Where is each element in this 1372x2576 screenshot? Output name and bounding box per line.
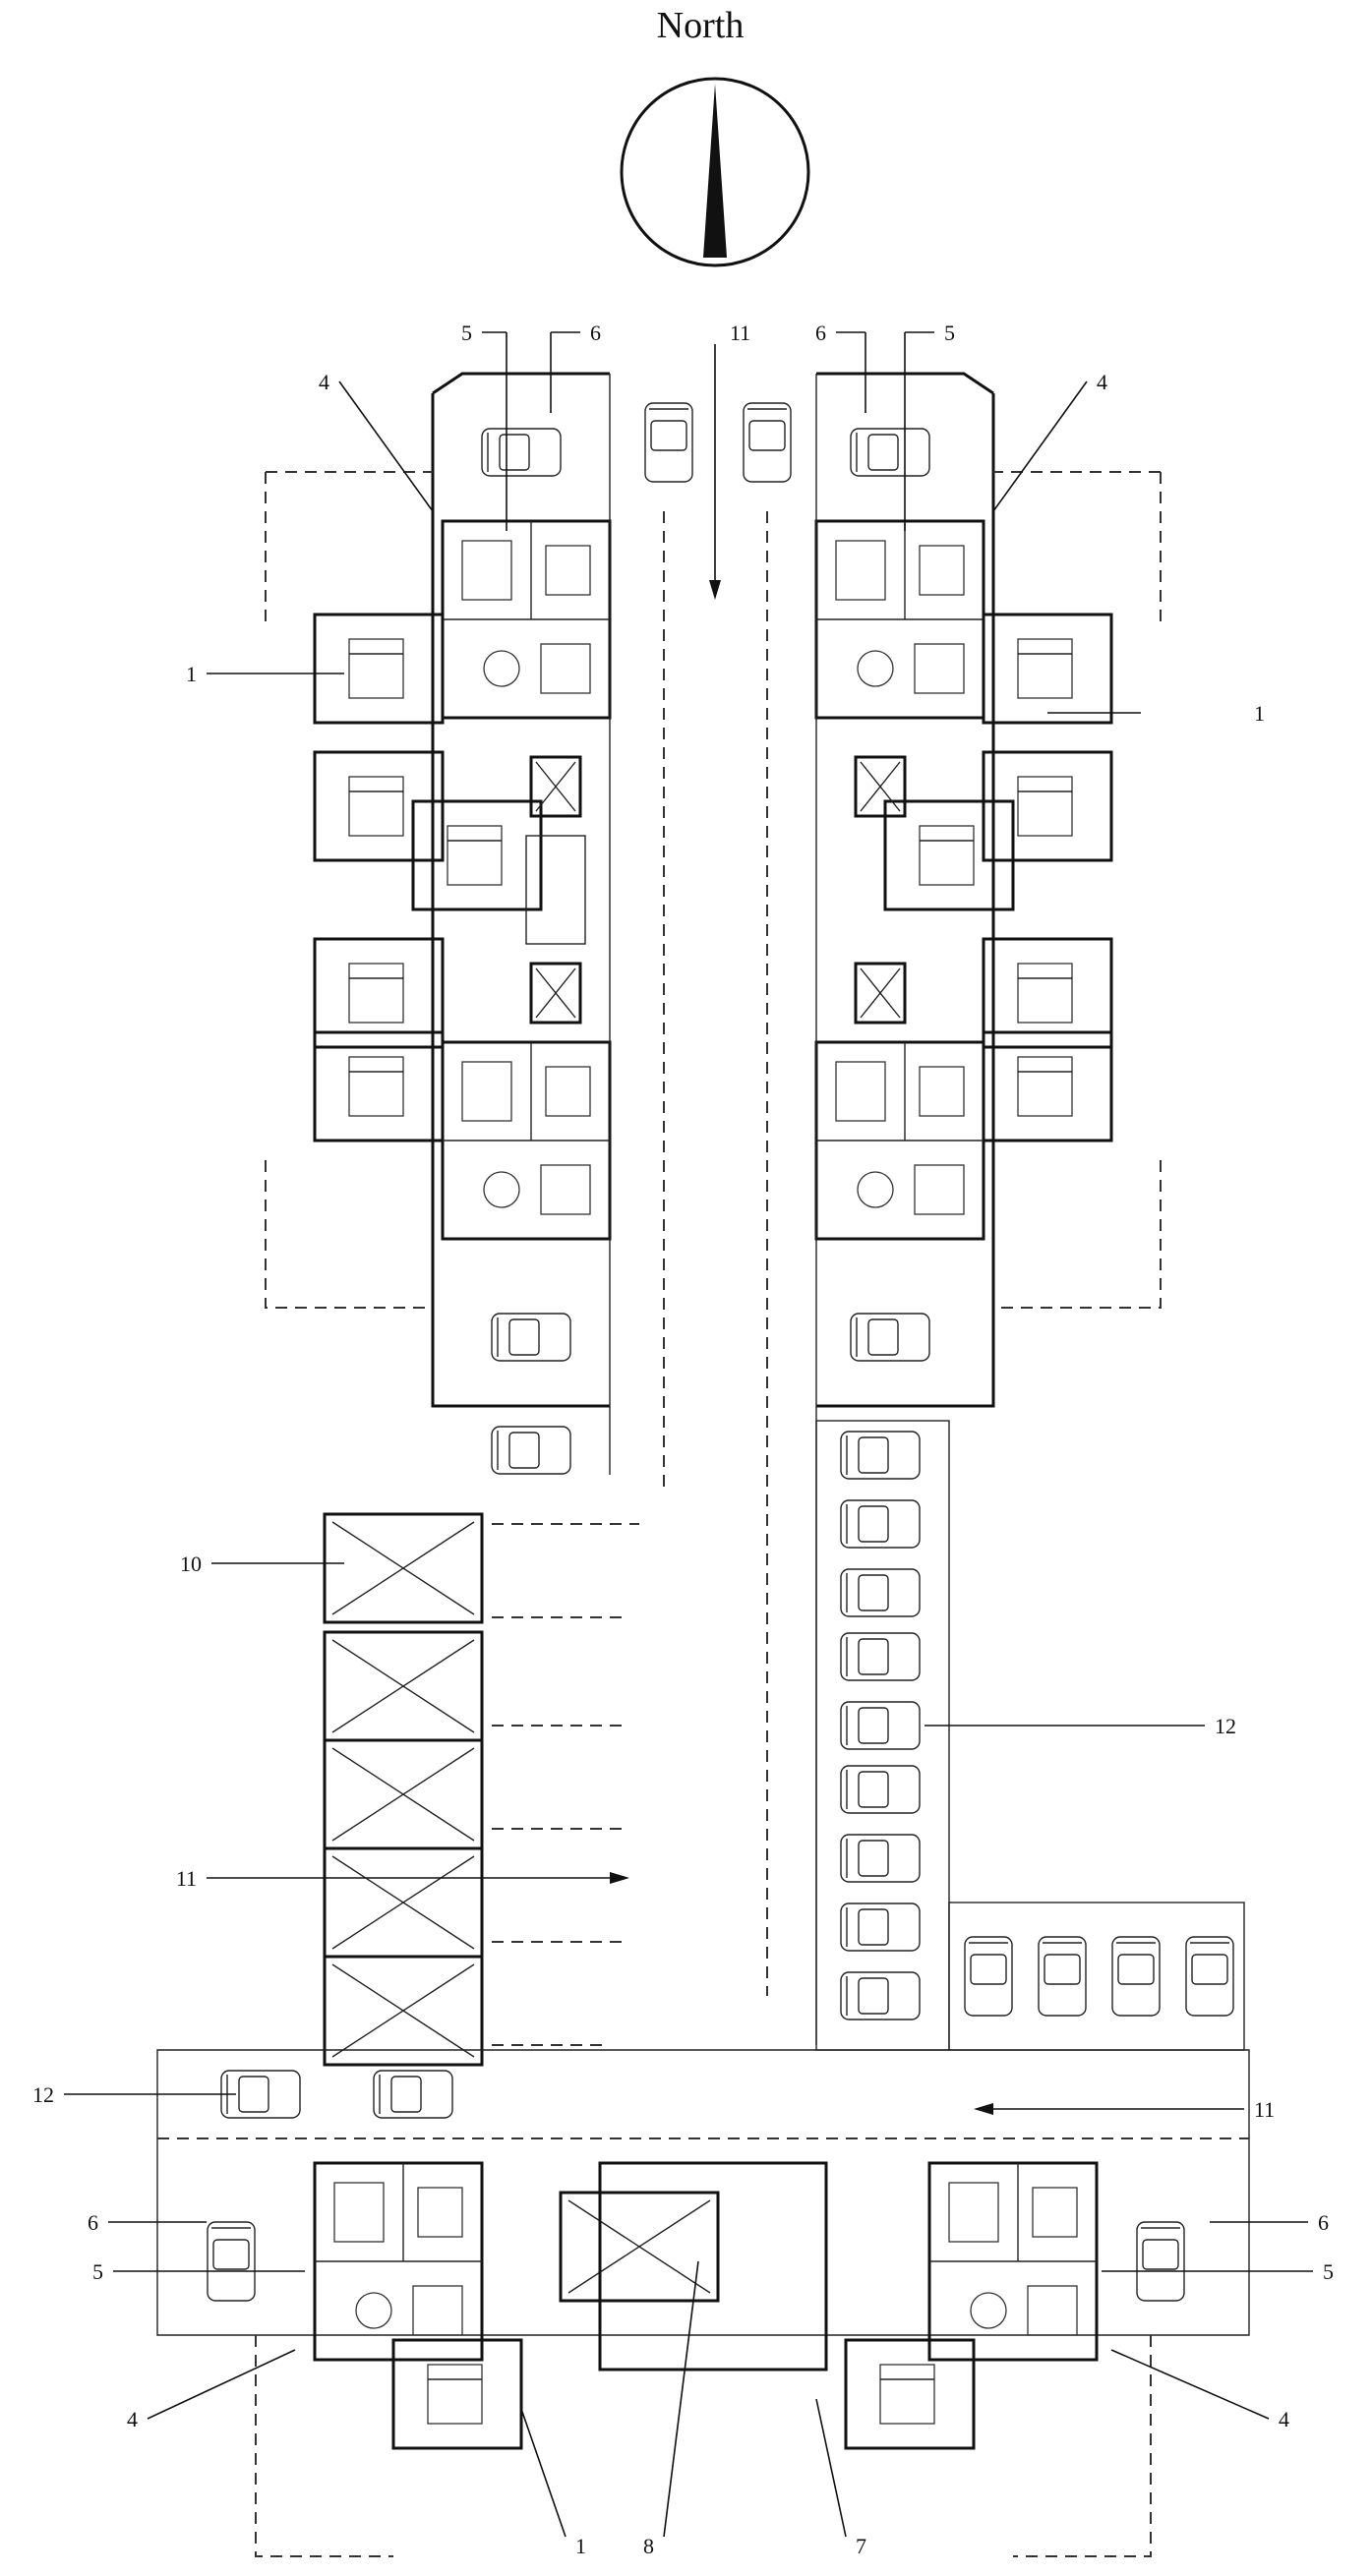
callout-5-left-top: 5 bbox=[461, 321, 472, 345]
leader-lines bbox=[64, 332, 1313, 2537]
callout-5-left-bottom: 5 bbox=[92, 2259, 103, 2284]
callout-10: 10 bbox=[180, 1551, 202, 1576]
callout-1-left: 1 bbox=[186, 662, 197, 686]
callout-1-bottom: 1 bbox=[575, 2534, 586, 2558]
upper-right-wing bbox=[816, 374, 1161, 1406]
callout-1-right: 1 bbox=[1254, 701, 1265, 726]
callout-6-left-top: 6 bbox=[590, 321, 601, 345]
parking-column bbox=[816, 1421, 1244, 2050]
garage-row bbox=[207, 1514, 639, 2065]
callout-4-left-top: 4 bbox=[319, 370, 329, 394]
callout-6-right-top: 6 bbox=[815, 321, 826, 345]
callout-8: 8 bbox=[643, 2534, 654, 2558]
callout-6-left-bottom: 6 bbox=[88, 2210, 98, 2235]
callout-5-right-top: 5 bbox=[944, 321, 955, 345]
callout-11-top: 11 bbox=[730, 321, 750, 345]
callout-11-right: 11 bbox=[1254, 2097, 1275, 2122]
callout-4-right-top: 4 bbox=[1097, 370, 1107, 394]
north-arrow-icon bbox=[622, 79, 808, 265]
callout-12-right: 12 bbox=[1215, 1714, 1236, 1738]
north-label: North bbox=[657, 5, 745, 46]
callout-7: 7 bbox=[856, 2534, 866, 2558]
callout-5-right-bottom: 5 bbox=[1323, 2259, 1334, 2284]
callout-4-left-bottom: 4 bbox=[127, 2407, 138, 2431]
callout-11-mid: 11 bbox=[176, 1866, 197, 1891]
callout-4-right-bottom: 4 bbox=[1279, 2407, 1289, 2431]
upper-left-wing bbox=[266, 374, 610, 1474]
callout-12-left: 12 bbox=[32, 2082, 54, 2107]
driveway bbox=[610, 344, 816, 2045]
lower-building bbox=[157, 2050, 1249, 2556]
callout-6-right-bottom: 6 bbox=[1318, 2210, 1329, 2235]
